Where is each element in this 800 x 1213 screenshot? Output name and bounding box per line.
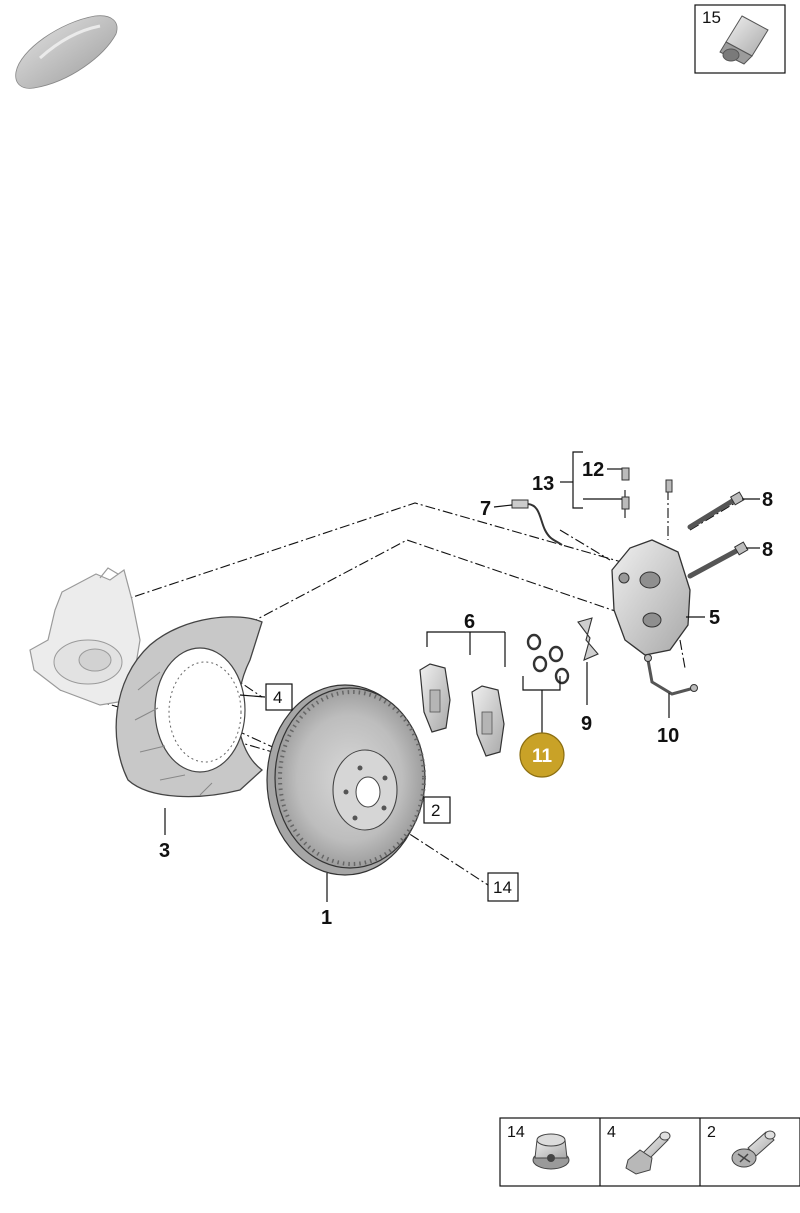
pad-spring-part [577, 617, 599, 661]
bleed-screw-part [621, 467, 673, 510]
countersunk-screw-icon [731, 1130, 776, 1168]
part-15-box[interactable]: 15 [694, 4, 786, 74]
brake-pad-right-part [471, 685, 505, 757]
fastener-cell-4[interactable]: 4 [607, 1124, 671, 1175]
callout-6[interactable]: 6 [464, 611, 475, 633]
fastener-cell-2-label: 2 [707, 1124, 716, 1141]
boxed-callout-4[interactable]: 4 [265, 683, 293, 711]
leader-lines [164, 451, 760, 902]
caliper-bolt-lower-part [687, 541, 749, 579]
callout-13[interactable]: 13 [532, 473, 554, 495]
boxed-label-14: 14 [493, 878, 512, 897]
highlighted-label-11: 11 [532, 746, 553, 767]
fastener-table: 14 4 2 [499, 1117, 800, 1187]
wheel-carrier-part [29, 567, 141, 706]
brake-line-part [644, 654, 698, 696]
part-15-label: 15 [702, 8, 721, 27]
highlighted-callout-11[interactable]: 11 [519, 732, 565, 778]
callout-7[interactable]: 7 [480, 498, 491, 520]
boxed-label-2: 2 [431, 801, 440, 820]
flange-nut-icon [532, 1133, 570, 1170]
brake-caliper-part [611, 539, 691, 656]
fastener-cell-2[interactable]: 2 [707, 1124, 776, 1168]
car-thumbnail-icon [15, 15, 118, 89]
callout-5[interactable]: 5 [709, 607, 720, 629]
brake-dust-shield-part [115, 616, 264, 798]
boxed-callout-2[interactable]: 2 [423, 796, 451, 824]
caliper-bolt-upper-part [687, 491, 745, 530]
fastener-cell-14[interactable]: 14 [507, 1124, 570, 1170]
callout-1[interactable]: 1 [321, 907, 332, 929]
callout-12[interactable]: 12 [582, 459, 604, 481]
callout-10[interactable]: 10 [657, 725, 679, 747]
callout-9[interactable]: 9 [581, 713, 592, 735]
fastener-cell-14-label: 14 [507, 1124, 525, 1141]
callout-8-upper[interactable]: 8 [762, 489, 773, 511]
wear-sensor-part [511, 499, 563, 546]
brake-pad-left-part [419, 663, 451, 733]
hex-bolt-icon [625, 1131, 671, 1175]
boxed-callout-14[interactable]: 14 [487, 872, 519, 902]
callout-8-lower[interactable]: 8 [762, 539, 773, 561]
seal-ring-set-part [526, 633, 570, 685]
boxed-label-4: 4 [273, 688, 282, 707]
callout-labels: 1 3 5 6 7 8 8 9 10 12 13 [159, 459, 773, 929]
grease-tube-icon [719, 15, 769, 65]
brake-disc-part [266, 684, 426, 876]
callout-3[interactable]: 3 [159, 840, 170, 862]
fastener-cell-4-label: 4 [607, 1124, 616, 1141]
